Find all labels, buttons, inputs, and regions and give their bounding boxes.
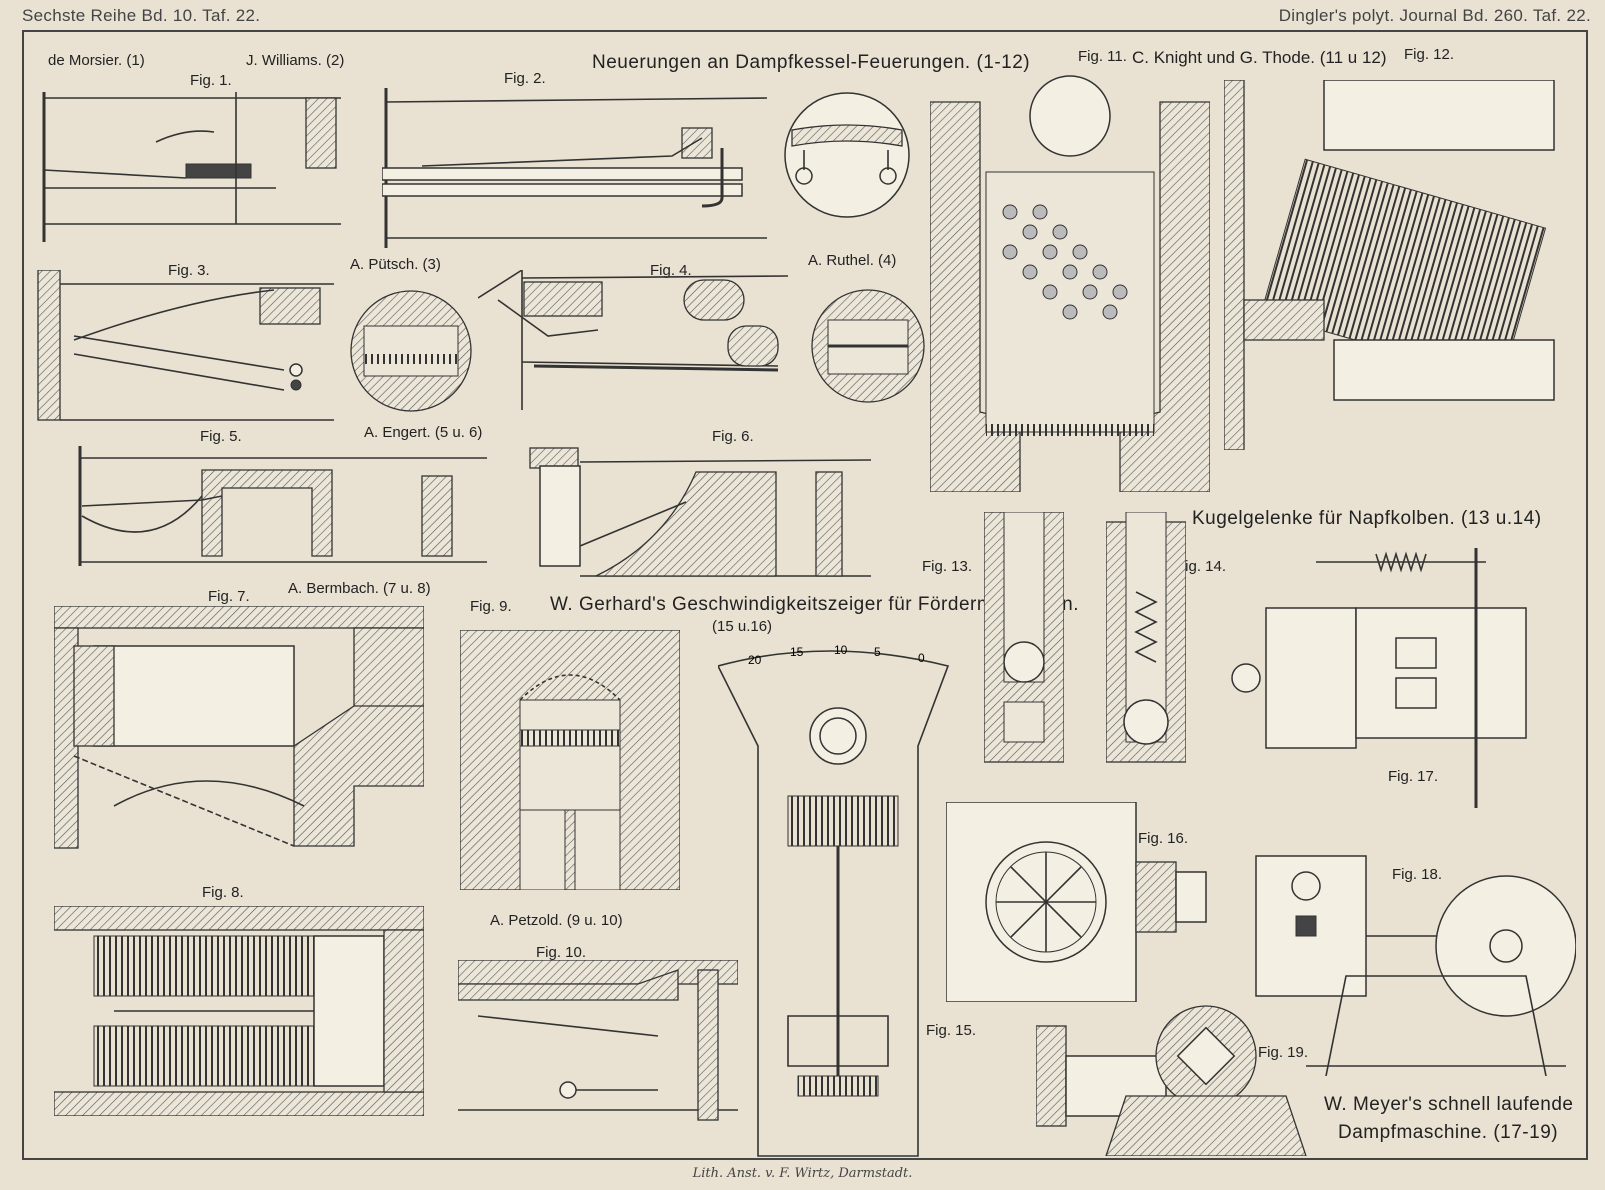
svg-text:10: 10 xyxy=(834,643,848,657)
fig-label-6: Fig. 6. xyxy=(712,428,754,445)
figure-4-detail xyxy=(811,289,925,403)
fig-label-10: Fig. 10. xyxy=(536,944,587,961)
figure-14-drawing xyxy=(1106,512,1186,763)
fig-label-4: Fig. 4. xyxy=(650,262,692,279)
author-bermbach: A. Bermbach. (7 u. 8) xyxy=(288,580,431,597)
figure-5-drawing xyxy=(78,446,487,566)
fig-label-11: Fig. 11. xyxy=(1078,48,1127,65)
figure-6-drawing xyxy=(529,447,872,577)
figure-2-drawing xyxy=(382,88,768,248)
figure-12-drawing xyxy=(1224,80,1555,450)
figure-17-drawing xyxy=(1231,548,1527,808)
kugel-title: Kugelgelenke für Napfkolben. (13 u.14) xyxy=(1192,508,1542,529)
svg-text:15: 15 xyxy=(790,645,804,659)
knight-title: C. Knight und G. Thode. (11 u 12) xyxy=(1132,48,1387,67)
author-ruthel: A. Ruthel. (4) xyxy=(808,252,897,269)
fig-label-19: Fig. 19. xyxy=(1258,1044,1309,1061)
fig-label-7: Fig. 7. xyxy=(208,588,250,605)
figure-1-drawing xyxy=(42,92,341,242)
figure-4-drawing xyxy=(478,270,789,410)
lithographer-imprint: Lith. Anst. v. F. Wirtz, Darmstadt. xyxy=(692,1166,913,1181)
plate-frame xyxy=(22,30,1588,1160)
fig-label-2: Fig. 2. xyxy=(504,70,546,87)
header-left: Sechste Reihe Bd. 10. Taf. 22. xyxy=(22,6,261,25)
figure-7-drawing xyxy=(54,606,424,849)
figure-13-drawing xyxy=(984,512,1064,763)
fig-label-17: Fig. 17. xyxy=(1388,768,1439,785)
author-williams: J. Williams. (2) xyxy=(246,52,345,69)
main-title: Neuerungen an Dampfkessel-Feuerungen. (1… xyxy=(592,52,1031,73)
fig-label-12: Fig. 12. xyxy=(1404,46,1455,63)
fig-label-1: Fig. 1. xyxy=(190,72,232,89)
author-putsch: A. Pütsch. (3) xyxy=(350,256,441,273)
fig-label-5: Fig. 5. xyxy=(200,428,242,445)
figure-19-drawing xyxy=(1036,1005,1307,1156)
fig-label-13: Fig. 13. xyxy=(922,558,973,575)
fig-label-18: Fig. 18. xyxy=(1392,866,1443,883)
author-morsier: de Morsier. (1) xyxy=(48,52,145,69)
figure-10-drawing xyxy=(458,960,738,1121)
author-petzold: A. Petzold. (9 u. 10) xyxy=(490,912,623,929)
fig-label-15: Fig. 15. xyxy=(926,1022,977,1039)
gerhard-title: W. Gerhard's Geschwindigkeitszeiger für … xyxy=(550,594,1079,615)
header-right: Dingler's polyt. Journal Bd. 260. Taf. 2… xyxy=(1278,6,1591,25)
svg-text:20: 20 xyxy=(748,653,762,667)
author-engert: A. Engert. (5 u. 6) xyxy=(364,424,483,441)
figure-3-detail xyxy=(350,290,472,412)
fig-label-3: Fig. 3. xyxy=(168,262,210,279)
figure-16-drawing xyxy=(946,802,1207,1002)
svg-text:0: 0 xyxy=(918,651,925,665)
meyer-title-2: Dampfmaschine. (17-19) xyxy=(1338,1122,1559,1143)
fig-label-14: Fig. 14. xyxy=(1176,558,1227,575)
figure-2-detail xyxy=(784,92,910,218)
figure-9-drawing xyxy=(460,630,680,890)
fig-label-9: Fig. 9. xyxy=(470,598,512,615)
gerhard-ref: (15 u.16) xyxy=(712,618,773,635)
figure-11-drawing xyxy=(930,75,1210,492)
svg-text:5: 5 xyxy=(874,645,881,659)
fig-label-16: Fig. 16. xyxy=(1138,830,1189,847)
meyer-title-1: W. Meyer's schnell laufende xyxy=(1324,1094,1574,1115)
figure-8-drawing xyxy=(54,906,424,1116)
figure-18-drawing xyxy=(1255,855,1576,1076)
fig-label-8: Fig. 8. xyxy=(202,884,244,901)
figure-15-drawing: 20 15 10 5 0 xyxy=(718,643,950,1157)
figure-3-drawing xyxy=(37,270,334,421)
